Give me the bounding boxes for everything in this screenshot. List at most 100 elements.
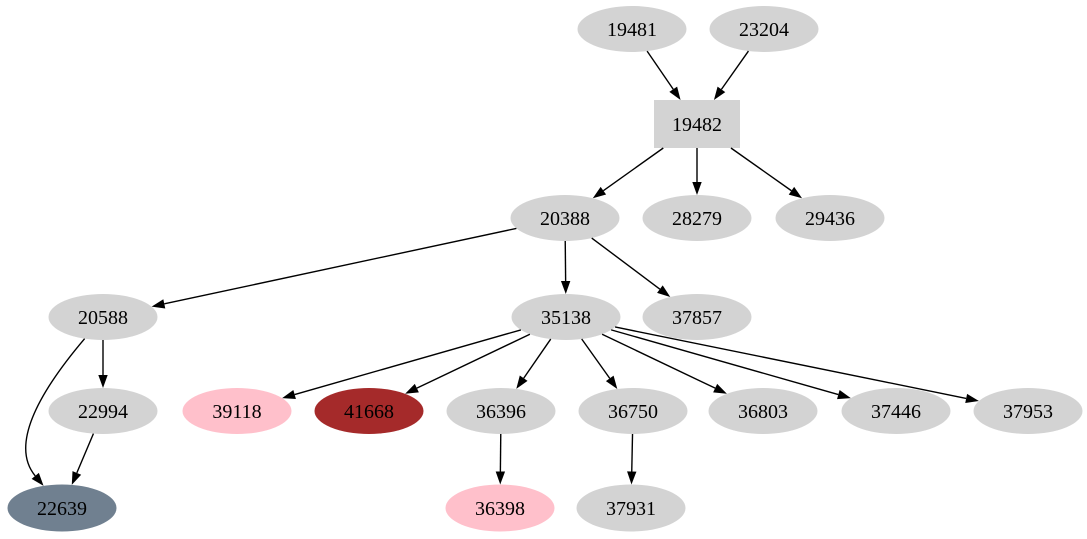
arrowhead-icon	[516, 375, 528, 389]
edge-19481-19482	[646, 50, 681, 100]
node-label-20388: 20388	[540, 208, 590, 230]
edge-line	[76, 433, 95, 474]
arrowhead-icon	[965, 393, 979, 404]
edge-20388-37857	[591, 237, 671, 297]
node-29436: 29436	[775, 195, 885, 241]
arrowhead-icon	[713, 86, 726, 100]
edge-23204-19482	[713, 50, 750, 100]
node-shape-box	[654, 100, 740, 148]
node-shape-ellipse	[445, 484, 555, 532]
node-label-19482: 19482	[672, 114, 722, 136]
edge-line	[523, 338, 552, 379]
node-22639: 22639	[7, 484, 117, 532]
node-36398: 36398	[445, 484, 555, 532]
node-label-37953: 37953	[1003, 401, 1053, 423]
node-37931: 37931	[576, 484, 686, 532]
edge-36396-36398	[495, 433, 506, 485]
node-shape-ellipse	[48, 388, 158, 434]
node-shape-ellipse	[446, 388, 556, 434]
node-36750: 36750	[578, 388, 688, 434]
node-41668: 41668	[314, 388, 424, 434]
node-37857: 37857	[642, 294, 752, 340]
edge-20388-35138	[560, 240, 571, 295]
edge-line	[25, 338, 86, 477]
node-shape-ellipse	[775, 195, 885, 241]
arrowhead-icon	[788, 186, 803, 199]
node-shape-ellipse	[48, 294, 158, 340]
arrowhead-icon	[837, 390, 851, 400]
edge-line	[730, 147, 792, 192]
node-19482: 19482	[654, 100, 740, 148]
node-shape-ellipse	[577, 6, 687, 52]
edge-35138-37953	[614, 326, 979, 404]
arrowhead-icon	[713, 383, 727, 394]
edge-20388-20588	[151, 227, 517, 309]
edge-line	[591, 237, 661, 290]
edge-line	[581, 338, 611, 379]
arrowhead-icon	[692, 182, 702, 195]
node-shape-ellipse	[973, 388, 1083, 434]
node-shape-ellipse	[7, 484, 117, 532]
arrowhead-icon	[627, 471, 637, 485]
node-label-37931: 37931	[606, 498, 656, 520]
node-shape-ellipse	[510, 195, 620, 241]
node-37446: 37446	[841, 388, 951, 434]
node-36803: 36803	[708, 388, 818, 434]
node-label-36750: 36750	[608, 401, 658, 423]
node-label-36803: 36803	[738, 401, 788, 423]
node-label-20588: 20588	[78, 307, 128, 329]
node-label-37857: 37857	[672, 307, 722, 329]
node-shape-ellipse	[578, 388, 688, 434]
node-label-35138: 35138	[541, 307, 591, 329]
edge-line	[720, 50, 750, 90]
node-35138: 35138	[511, 294, 621, 340]
edge-35138-36750	[581, 338, 618, 389]
arrowhead-icon	[405, 383, 419, 394]
edge-35138-36396	[516, 338, 552, 389]
node-shape-ellipse	[314, 388, 424, 434]
node-37953: 37953	[973, 388, 1083, 434]
edge-20588-22639	[25, 338, 86, 486]
node-label-23204: 23204	[739, 19, 789, 41]
node-19481: 19481	[577, 6, 687, 52]
arrowhead-icon	[560, 280, 571, 295]
node-label-39118: 39118	[212, 401, 261, 423]
node-23204: 23204	[709, 6, 819, 52]
arrowhead-icon	[657, 285, 671, 297]
node-39118: 39118	[182, 388, 292, 434]
node-shape-ellipse	[182, 388, 292, 434]
node-36396: 36396	[446, 388, 556, 434]
node-20388: 20388	[510, 195, 620, 241]
edge-35138-37446	[610, 329, 851, 400]
edge-line	[416, 333, 531, 389]
arrowhead-icon	[282, 390, 296, 400]
node-label-22639: 22639	[37, 498, 87, 520]
edge-line	[602, 147, 664, 192]
edge-line	[614, 326, 967, 400]
node-label-29436: 29436	[805, 208, 855, 230]
node-shape-ellipse	[642, 195, 752, 241]
arrowhead-icon	[495, 471, 506, 485]
node-shape-ellipse	[841, 388, 951, 434]
edge-35138-41668	[405, 333, 531, 394]
edge-36750-37931	[627, 433, 637, 485]
edge-line	[631, 433, 634, 472]
edges-layer	[25, 50, 979, 486]
node-label-36398: 36398	[475, 498, 525, 520]
node-shape-ellipse	[642, 294, 752, 340]
node-shape-ellipse	[709, 6, 819, 52]
edge-22994-22639	[71, 433, 95, 485]
edge-19482-29436	[730, 147, 803, 199]
arrowhead-icon	[98, 375, 108, 388]
arrowhead-icon	[151, 299, 166, 309]
edge-line	[610, 329, 839, 396]
edge-line	[601, 333, 716, 389]
node-label-36396: 36396	[476, 401, 526, 423]
arrowhead-icon	[605, 375, 618, 389]
arrowhead-icon	[31, 472, 44, 486]
edge-35138-36803	[601, 333, 727, 394]
node-label-19481: 19481	[607, 19, 657, 41]
edge-19482-20388	[592, 147, 664, 199]
